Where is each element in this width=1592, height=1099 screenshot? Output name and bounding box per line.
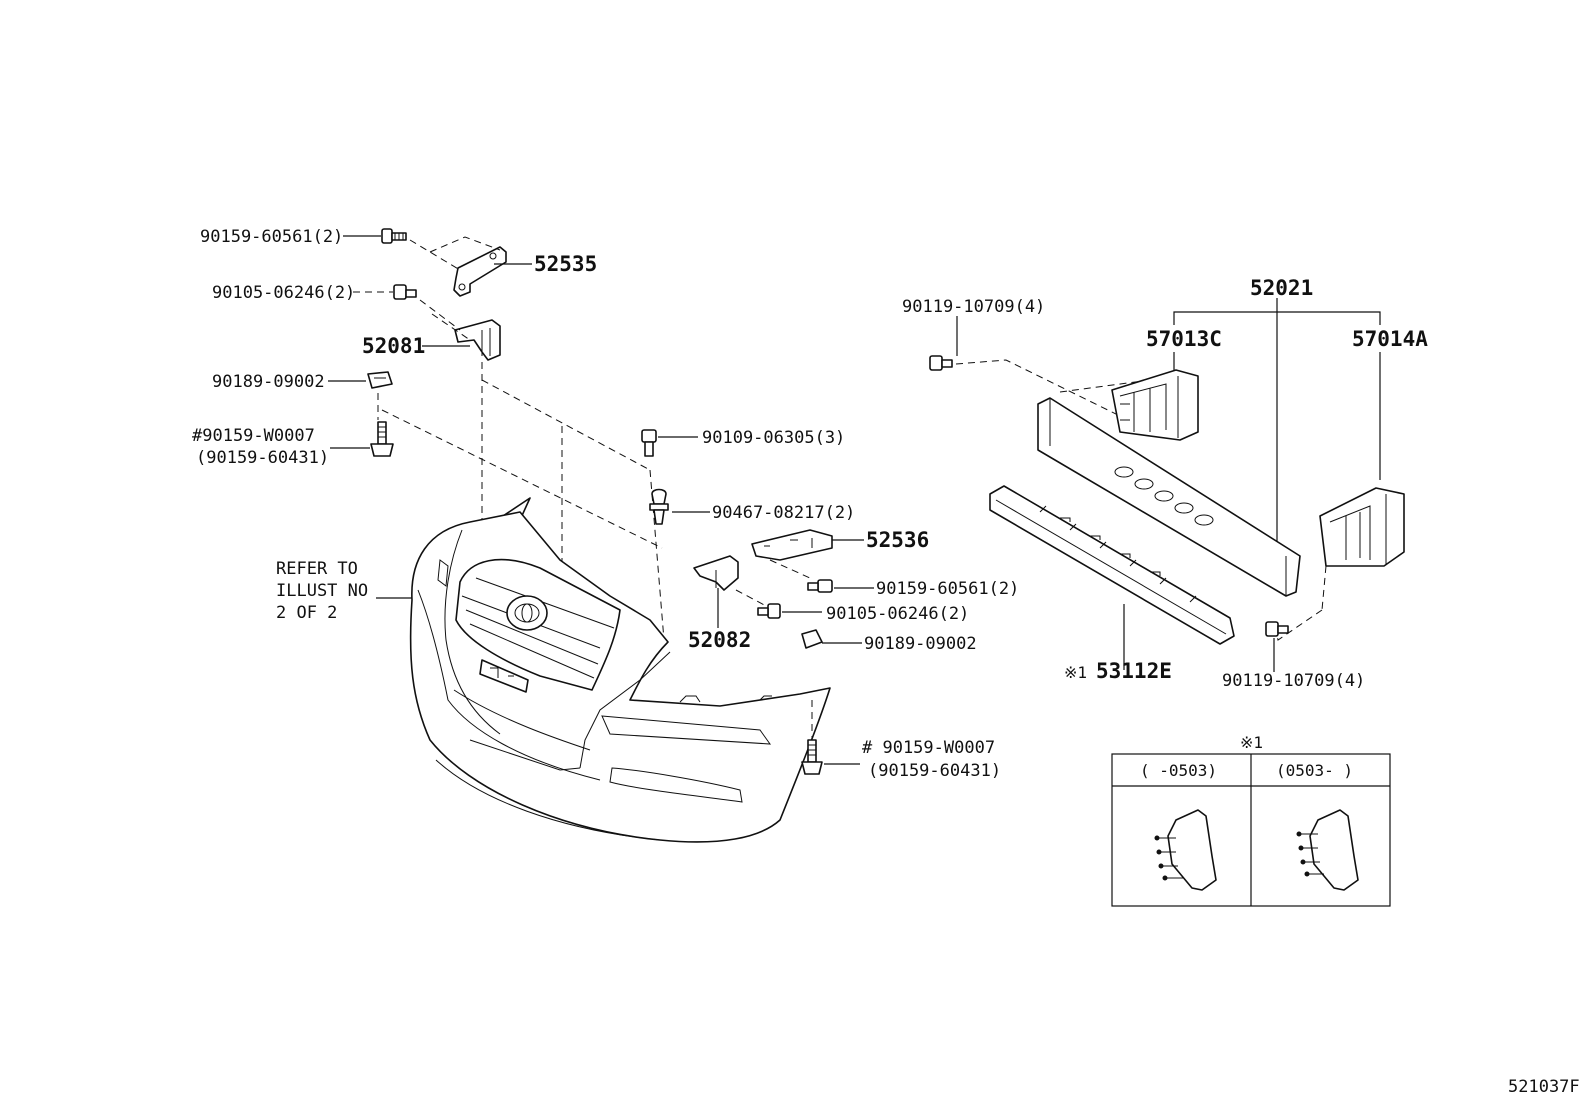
inset-col2-header: (0503- ) [1276, 761, 1353, 780]
dashed-guide-52536 [769, 559, 811, 579]
clip-90467-08217[interactable] [649, 488, 669, 525]
label-90159-60431-left[interactable]: (90159-60431) [196, 448, 329, 468]
label-52021[interactable]: 52021 [1250, 276, 1313, 300]
dashed-guide-52535 [409, 236, 501, 271]
label-57013c[interactable]: 57013C [1146, 327, 1222, 351]
label-90105-06246-top[interactable]: 90105-06246(2) [212, 283, 355, 303]
bolt-90159-60561-mid[interactable] [807, 579, 833, 593]
crash-box-57013c[interactable] [1111, 369, 1199, 441]
label-90159-w0007-left[interactable]: #90159-W0007 [192, 426, 315, 446]
label-52536[interactable]: 52536 [866, 528, 929, 552]
bolt-90105-06246-mid[interactable] [757, 603, 781, 619]
absorber-variant-late[interactable] [1296, 809, 1359, 891]
label-53112e-mark: ※1 [1064, 663, 1087, 682]
bracket-52535[interactable] [453, 246, 507, 297]
energy-absorber-53112e[interactable] [989, 485, 1235, 645]
label-90159-60561-mid[interactable]: 90159-60561(2) [876, 579, 1019, 599]
screw-90159-w0007-left[interactable] [370, 421, 394, 457]
label-90189-09002-mid[interactable]: 90189-09002 [864, 634, 977, 654]
absorber-variant-early[interactable] [1154, 809, 1217, 891]
bracket-52536[interactable] [751, 529, 833, 561]
label-90105-06246-mid[interactable]: 90105-06246(2) [826, 604, 969, 624]
dashed-guide-52081 [419, 299, 471, 341]
label-90119-10709-bot[interactable]: 90119-10709(4) [1222, 671, 1365, 691]
label-90159-60561-top[interactable]: 90159-60561(2) [200, 227, 343, 247]
label-57014a[interactable]: 57014A [1352, 327, 1428, 351]
nut-90189-09002-left[interactable] [367, 371, 393, 389]
label-53112e[interactable]: 53112E [1096, 659, 1172, 683]
dashed-guide-bolt-bottom [1275, 565, 1327, 641]
label-90109-06305[interactable]: 90109-06305(3) [702, 428, 845, 448]
inset-col1-header: ( -0503) [1140, 761, 1217, 780]
nut-90189-09002-mid[interactable] [801, 629, 823, 649]
screw-90159-w0007-right[interactable] [801, 739, 823, 775]
dashed-guide-upper [377, 362, 665, 641]
label-90119-10709-top[interactable]: 90119-10709(4) [902, 297, 1045, 317]
bolt-90109-06305[interactable] [641, 429, 657, 457]
dashed-guide-52082 [735, 589, 771, 609]
label-90159-w0007-right[interactable]: # 90159-W0007 [862, 738, 995, 758]
label-90467-08217[interactable]: 90467-08217(2) [712, 503, 855, 523]
crash-box-57014a[interactable] [1319, 487, 1405, 567]
label-90189-09002-left[interactable]: 90189-09002 [212, 372, 325, 392]
refer-note-line3: 2 OF 2 [276, 603, 337, 623]
bolt-90119-10709-bot[interactable] [1265, 621, 1289, 637]
refer-note-line2: ILLUST NO [276, 581, 368, 601]
bracket-52081[interactable] [454, 319, 501, 361]
label-52081[interactable]: 52081 [362, 334, 425, 358]
label-52535[interactable]: 52535 [534, 252, 597, 276]
bumper-reinforcement-beam[interactable] [1037, 397, 1301, 597]
bolt-90119-10709-top[interactable] [929, 355, 953, 371]
inset-table [1111, 753, 1391, 907]
front-bumper-cover[interactable] [409, 497, 831, 843]
bracket-52082[interactable] [693, 555, 739, 591]
refer-note-line1: REFER TO [276, 559, 358, 579]
bolt-90105-06246-top[interactable] [393, 284, 417, 300]
label-90159-60431-right[interactable]: (90159-60431) [868, 761, 1001, 781]
bolt-90159-60561-top[interactable] [381, 228, 407, 244]
inset-mark: ※1 [1240, 733, 1263, 752]
label-52082[interactable]: 52082 [688, 628, 751, 652]
diagram-id: 521037F [1508, 1077, 1580, 1097]
